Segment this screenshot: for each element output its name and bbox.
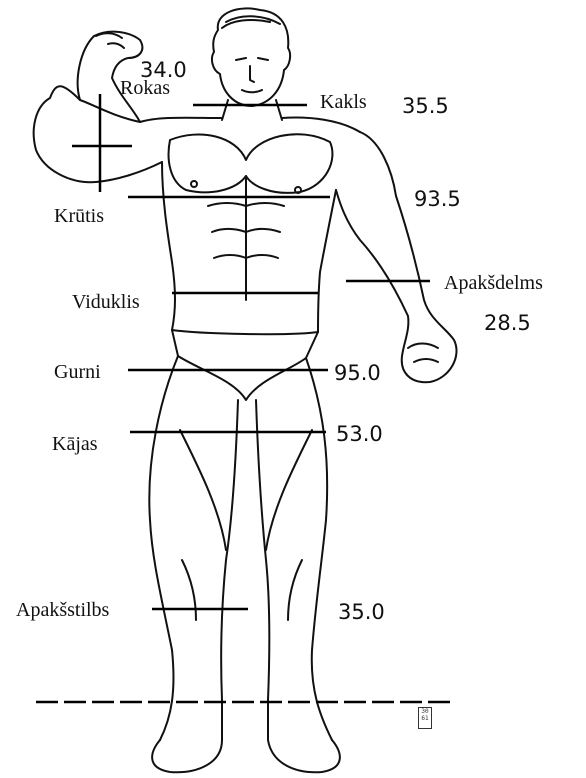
corner-mark: 30 61 [418,707,432,729]
viduklis-label: Viduklis [72,292,140,312]
apaksdelms-label: Apakšdelms [444,273,543,293]
kakls-label: Kakls [320,92,367,112]
trunks [172,330,318,400]
rokas-value: 34.0 [140,60,187,81]
kajas-value: 53.0 [336,424,383,445]
kakls-value: 35.5 [402,96,449,117]
krutis-value: 93.5 [414,189,461,210]
kajas-label: Kājas [52,434,98,454]
left-leg-outline [149,356,178,740]
gurni-value: 95.0 [334,363,381,384]
apaksdelms-value: 28.5 [484,313,531,334]
apaksstilbs-value: 35.0 [338,602,385,623]
apaksstilbs-label: Apakšstilbs [16,600,109,620]
hanging-arm [336,132,457,382]
gurni-label: Gurni [54,362,101,382]
krutis-label: Krūtis [54,206,104,226]
flexed-arm [34,86,162,182]
right-leg-outline [306,358,332,740]
